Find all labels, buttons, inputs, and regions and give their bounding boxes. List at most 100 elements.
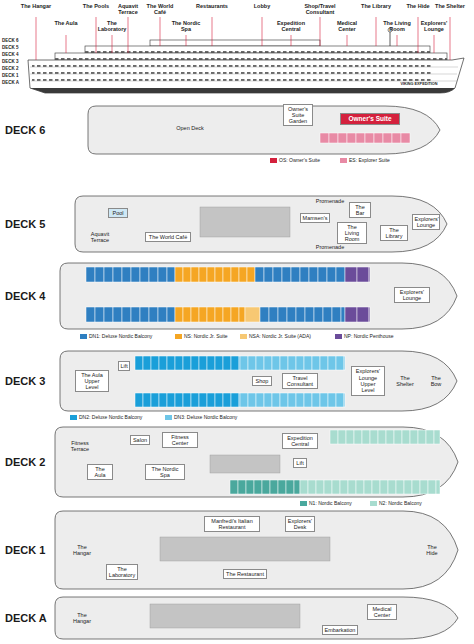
cabin-cell <box>248 356 256 370</box>
cabin-cell <box>372 480 380 494</box>
legend-swatch <box>300 501 307 506</box>
room-name: Pool <box>111 210 126 216</box>
cabin-cell <box>167 307 175 322</box>
cabin-cell <box>86 267 95 282</box>
cabin-cell <box>215 356 223 370</box>
cabin-cell <box>223 307 231 322</box>
cabin-cell <box>304 393 312 407</box>
deck-band <box>85 46 430 53</box>
cabin-cell <box>86 307 95 322</box>
service-core <box>160 537 330 561</box>
cabin-cell <box>175 307 183 322</box>
cabin-cell <box>280 393 288 407</box>
cabin-cell <box>341 307 345 322</box>
deck-band <box>55 53 447 60</box>
callout-label: The Shelter <box>435 3 465 9</box>
cabin-cell <box>412 480 420 494</box>
cabin-cell <box>131 307 140 322</box>
cabin-cell <box>191 393 199 407</box>
room-area: The Bar <box>349 202 371 219</box>
cabin-cell <box>428 480 436 494</box>
hull-outline <box>28 58 464 93</box>
room-area: Lift <box>293 458 307 468</box>
callout-label: The Living Room <box>383 20 411 32</box>
mast <box>390 30 391 46</box>
cabin-cell <box>151 356 159 370</box>
legend-text: N1: Nordic Balcony <box>309 500 352 506</box>
cabin-cell <box>159 356 167 370</box>
cabin-cell <box>402 430 410 444</box>
cabin-cell <box>149 307 158 322</box>
room-name: The Library <box>383 227 406 240</box>
deck-plan: DECK 1The HangarThe LaboratoryManfredi's… <box>0 510 474 590</box>
leader-line <box>212 17 213 46</box>
legend-swatch <box>70 415 77 420</box>
cabin-cell <box>254 480 262 494</box>
cabin-cell <box>316 480 324 494</box>
cabin-cell <box>436 480 440 494</box>
cabin-cell <box>240 356 248 370</box>
room-name: Promenade <box>312 244 349 250</box>
leader-line <box>262 17 263 46</box>
deck-plan: DECK 4Explorers' Lounge <box>0 262 474 330</box>
service-core <box>200 207 290 237</box>
cabin-cell <box>159 393 167 407</box>
cabin-cell <box>365 133 374 143</box>
deck-line <box>30 74 457 75</box>
profile-label: DECK 6 <box>2 39 26 44</box>
cabin-cell <box>95 267 104 282</box>
cabin-cell <box>304 356 312 370</box>
profile-label: DECK 5 <box>2 46 26 51</box>
room-name: Explorers' Desk <box>288 518 313 531</box>
callout-label: The Hangar <box>19 3 53 9</box>
legend-text: DN1: Deluxe Nordic Balcony <box>89 333 152 339</box>
cabin-cell <box>410 430 418 444</box>
cabin-cell <box>370 430 378 444</box>
room-area: Embarkation <box>322 625 358 635</box>
cabin-cell <box>418 430 426 444</box>
room-area: Expedition Central <box>282 433 318 450</box>
cabin-cell <box>231 267 239 282</box>
cabin-cell <box>336 356 344 370</box>
cabin-cell <box>383 133 392 143</box>
callout-label: The Library <box>360 3 392 9</box>
cabin-cell <box>143 393 151 407</box>
cabin-cell <box>309 267 318 282</box>
cabin-cell <box>314 307 323 322</box>
room-name: Fitness Center <box>165 434 196 447</box>
cabin-cell <box>318 267 327 282</box>
cabin-cell <box>336 393 344 407</box>
cabin-cell <box>296 356 304 370</box>
cabin-cell <box>312 393 320 407</box>
leader-line <box>418 17 419 53</box>
room-area: The Hangar <box>67 543 97 558</box>
cabin-cell <box>378 430 386 444</box>
leader-line <box>160 17 161 46</box>
legend-item: NSA: Nordic Jr. Suite (ADA) <box>240 333 311 339</box>
cabin-cell <box>369 307 370 322</box>
service-core <box>150 604 300 628</box>
cabin-cell <box>330 430 338 444</box>
deck-outline <box>55 597 458 639</box>
cabin-cell <box>344 356 345 370</box>
cabin-cell <box>300 267 309 282</box>
room-name: The Laboratory <box>109 566 136 579</box>
cabin-cell <box>122 267 131 282</box>
room-name: Owner's Suite <box>343 115 398 122</box>
cabin-cell <box>324 480 332 494</box>
cabin-cell <box>329 133 338 143</box>
cabin-cell <box>260 307 269 322</box>
cabin-cell <box>287 307 296 322</box>
room-area: Shop <box>252 376 272 386</box>
leader-line <box>434 35 435 53</box>
callout-label: Medical Center <box>332 20 362 32</box>
cabin-cell <box>362 430 370 444</box>
leader-lines <box>36 17 450 60</box>
room-area: The World Café <box>145 232 191 242</box>
cabin-cell <box>113 267 122 282</box>
leader-line <box>128 17 129 53</box>
room-name: Lift <box>121 363 128 369</box>
cabin-cell <box>199 307 207 322</box>
room-name: Manfredi's Italian Restaurant <box>207 518 258 531</box>
cabin-cell <box>135 393 143 407</box>
